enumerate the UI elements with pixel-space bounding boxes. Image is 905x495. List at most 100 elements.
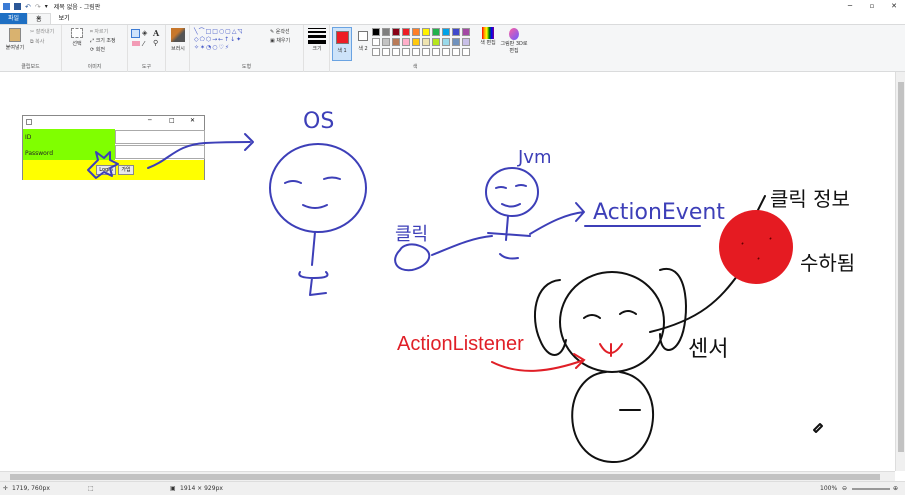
zoom-slider[interactable] — [852, 488, 890, 490]
tab-file[interactable]: 파일 — [0, 13, 28, 24]
palette-swatch[interactable] — [402, 38, 410, 46]
palette-swatch[interactable] — [432, 28, 440, 36]
sensor-right-ear — [659, 267, 687, 351]
shapes-group: ╲⌒□□○▢△◹◇⬠⬡→←↑↓✦✧✶◔○♡⚡ ✎ 윤곽선 ▣ 채우기 도형 — [190, 25, 304, 72]
rotate-button[interactable]: ⟳ 회전 — [90, 47, 105, 53]
outline-button[interactable]: ✎ 윤곽선 — [270, 29, 290, 35]
horizontal-scrollbar[interactable] — [0, 471, 895, 481]
palette-swatch[interactable] — [402, 28, 410, 36]
custom-color-slot[interactable] — [402, 48, 410, 56]
clipboard-group: 붙여넣기 ✂ 잘라내기 ⧉ 복사 클립보드 — [0, 25, 62, 72]
color-wheel-icon — [482, 27, 494, 39]
undo-icon[interactable]: ↶ — [25, 3, 31, 11]
color1-swatch — [335, 31, 349, 44]
horizontal-scroll-thumb[interactable] — [10, 474, 880, 480]
palette-swatch[interactable] — [432, 38, 440, 46]
palette-swatch[interactable] — [442, 28, 450, 36]
custom-color-slot[interactable] — [432, 48, 440, 56]
palette-swatch[interactable] — [462, 28, 470, 36]
palette-swatch[interactable] — [422, 38, 430, 46]
paste-button[interactable]: 붙여넣기 — [4, 28, 26, 51]
resize-button[interactable]: ⤢ 크기 조정 — [90, 38, 116, 44]
custom-color-slot[interactable] — [442, 48, 450, 56]
palette-swatch[interactable] — [392, 28, 400, 36]
paint3d-group: 그림판 3D로 편집 — [500, 25, 528, 72]
brushes-button[interactable]: 브러시 — [171, 46, 185, 52]
custom-color-slot[interactable] — [372, 48, 380, 56]
shapes-gallery[interactable]: ╲⌒□□○▢△◹◇⬠⬡→←↑↓✦✧✶◔○♡⚡ — [194, 28, 244, 51]
palette-swatch[interactable] — [412, 38, 420, 46]
close-button[interactable]: ✕ — [891, 2, 897, 10]
palette-swatch[interactable] — [392, 38, 400, 46]
palette-swatch[interactable] — [412, 28, 420, 36]
paint3d-button[interactable]: 그림판 3D로 편집 — [500, 28, 528, 54]
custom-color-slot[interactable] — [462, 48, 470, 56]
window-title: 제목 없음 - 그림판 — [53, 4, 101, 11]
cut-button[interactable]: ✂ 잘라내기 — [30, 29, 55, 35]
redo-icon[interactable]: ↷ — [34, 3, 41, 11]
tab-home[interactable]: 홈 — [27, 13, 51, 24]
size-button[interactable] — [308, 28, 326, 44]
magnifier-icon[interactable]: ⚲ — [153, 39, 159, 47]
ribbon-tabs: 파일 홈 보기 — [0, 13, 905, 24]
maximize-button[interactable]: ▫ — [869, 2, 875, 10]
embedded-minimize-icon: ─ — [148, 117, 152, 124]
line-thickness-icon — [308, 28, 326, 29]
edit-colors-button[interactable]: 색 편집 — [478, 27, 498, 46]
eraser-icon[interactable] — [132, 41, 140, 46]
star-scribble — [87, 151, 119, 179]
action-listener-label: ActionListener — [397, 333, 524, 355]
palette-swatch[interactable] — [462, 38, 470, 46]
copy-button[interactable]: ⧉ 복사 — [30, 39, 45, 45]
paint-app-icon — [3, 3, 10, 10]
zoom-out-button[interactable]: ⊖ — [842, 485, 848, 492]
palette-swatch[interactable] — [382, 38, 390, 46]
crop-button[interactable]: ⌗ 자르기 — [90, 29, 109, 35]
zoom-in-button[interactable]: ⊕ — [893, 485, 899, 492]
id-label: ID — [25, 134, 32, 141]
join-button: 가입 — [118, 165, 134, 175]
custom-color-slot[interactable] — [392, 48, 400, 56]
palette-swatch[interactable] — [452, 28, 460, 36]
status-bar: ✛ 1719, 760px ⬚ ▣ 1914 × 929px 100% ⊖ ⊕ — [0, 481, 905, 495]
arrow-click-to-jvm — [431, 235, 493, 256]
action-event-label: ActionEvent — [593, 200, 725, 225]
palette-swatch[interactable] — [442, 38, 450, 46]
minimize-button[interactable]: ─ — [847, 2, 853, 10]
custom-color-slot[interactable] — [422, 48, 430, 56]
pencil-icon[interactable] — [131, 29, 140, 38]
palette-swatch[interactable] — [452, 38, 460, 46]
paint3d-icon — [509, 28, 519, 40]
color-picker-icon[interactable]: ⁄ — [143, 40, 145, 48]
vertical-scrollbar[interactable] — [895, 72, 905, 471]
colors-group-label: 색 — [412, 64, 418, 70]
fill-bucket-icon[interactable]: ◈ — [142, 29, 148, 37]
tab-view[interactable]: 보기 — [58, 15, 70, 22]
select-button[interactable]: 선택 — [68, 28, 86, 47]
color2-button[interactable]: 색 2 — [354, 27, 372, 61]
brushes-group: 브러시 — [166, 25, 190, 72]
save-icon[interactable] — [14, 3, 21, 10]
palette-swatch[interactable] — [422, 28, 430, 36]
zoom-level: 100% — [820, 485, 838, 492]
palette-swatch[interactable] — [382, 28, 390, 36]
canvas-size-icon: ▣ — [170, 485, 176, 492]
custom-color-slot[interactable] — [452, 48, 460, 56]
custom-color-slot[interactable] — [412, 48, 420, 56]
brush-icon[interactable] — [171, 28, 185, 42]
custom-color-slot[interactable] — [382, 48, 390, 56]
fill-button[interactable]: ▣ 채우기 — [270, 38, 291, 44]
click-info-label: 클릭 정보 — [770, 187, 850, 211]
clipboard-group-label: 클립보드 — [21, 64, 40, 70]
vertical-scroll-thumb[interactable] — [898, 82, 904, 452]
customize-toolbar-icon[interactable]: ▾ — [44, 3, 48, 10]
text-icon[interactable]: A — [153, 28, 160, 38]
palette-swatch[interactable] — [372, 38, 380, 46]
color1-button[interactable]: 색 1 — [332, 27, 352, 61]
os-head — [269, 143, 367, 233]
palette-swatch[interactable] — [372, 28, 380, 36]
id-field — [115, 130, 205, 144]
quick-access-toolbar: ↶ ↷ ▾ — [0, 3, 48, 11]
